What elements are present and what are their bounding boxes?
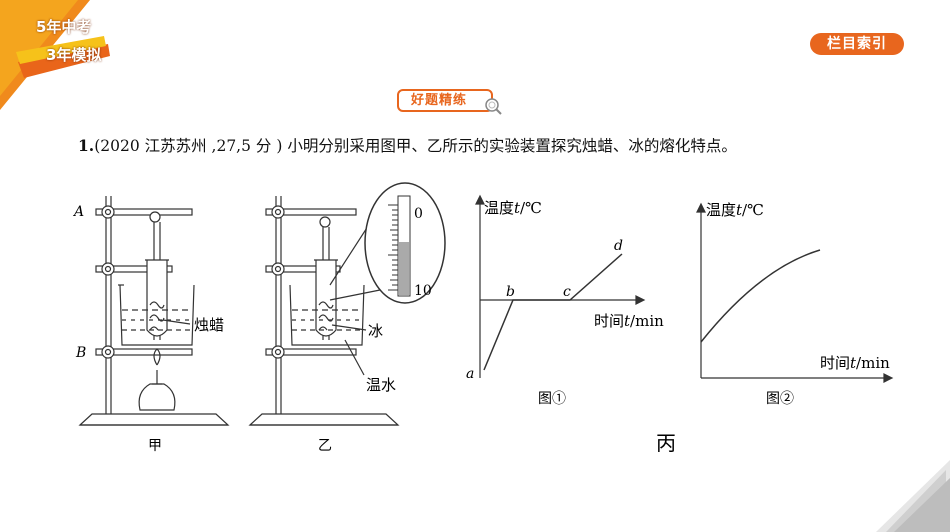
graph1-xlabel: 时间t/min bbox=[594, 312, 664, 330]
figure-bing-caption: 丙 bbox=[656, 431, 676, 455]
question-source: (2020 江苏苏州 ,27,5 分 ) bbox=[94, 137, 283, 155]
ring-b-label: B bbox=[75, 345, 86, 361]
logo-line-1: 5年中考 bbox=[36, 18, 92, 36]
apparatus-jia bbox=[78, 196, 230, 426]
apparatus-yi-caption: 乙 bbox=[318, 438, 332, 454]
graph1-curve bbox=[483, 253, 623, 371]
badge-label: 好题精练 bbox=[410, 93, 467, 108]
question-body: 小明分别采用图甲、乙所示的实验装置探究烛蜡、冰的熔化特点。 bbox=[282, 137, 737, 155]
ice-label: 冰 bbox=[368, 322, 383, 340]
graph-1 bbox=[475, 194, 646, 378]
logo-line-2: 3年模拟 bbox=[46, 46, 102, 64]
graph2-curve bbox=[700, 249, 821, 343]
logo-banner-shape bbox=[0, 0, 110, 110]
graph2-xlabel: 时间t/min bbox=[820, 354, 890, 372]
apparatus-yi bbox=[248, 196, 400, 426]
question-text: 1.(2020 江苏苏州 ,27,5 分 ) 小明分别采用图甲、乙所示的实验装置… bbox=[78, 134, 737, 156]
graph2-ylabel: 温度t/℃ bbox=[706, 201, 764, 219]
question-number: 1. bbox=[78, 136, 95, 155]
clamp-a-label: A bbox=[72, 204, 84, 220]
magnifier-icon bbox=[485, 98, 502, 115]
graph1-point-c: c bbox=[563, 284, 571, 300]
brand-logo: 5年中考 3年模拟 bbox=[0, 0, 120, 120]
graph1-point-b: b bbox=[506, 284, 515, 300]
apparatus-jia-caption: 甲 bbox=[148, 438, 162, 454]
graph1-point-a: a bbox=[466, 366, 474, 382]
graph2-caption: 图② bbox=[766, 391, 794, 407]
thermometer-zoom bbox=[364, 182, 446, 304]
scale-ten-label: 10 bbox=[414, 283, 432, 299]
graph1-ylabel: 温度t/℃ bbox=[484, 199, 542, 217]
wax-label: 烛蜡 bbox=[194, 316, 224, 334]
page-turn-corner[interactable] bbox=[860, 452, 950, 532]
scale-zero-label: 0 bbox=[414, 206, 423, 222]
graph-2 bbox=[696, 202, 894, 383]
warm-water-label: 温水 bbox=[366, 376, 396, 394]
graph1-caption: 图① bbox=[538, 391, 566, 407]
column-index-button[interactable]: 栏目索引 bbox=[810, 33, 904, 55]
graph1-point-d: d bbox=[614, 238, 623, 254]
